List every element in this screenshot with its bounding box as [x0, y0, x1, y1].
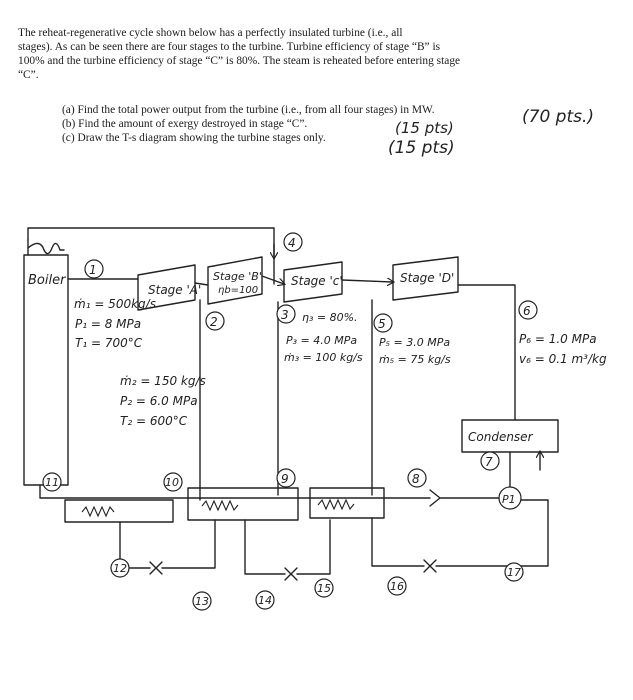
node-10 [163, 472, 183, 492]
stage-c-label: Stage 'c' [291, 274, 343, 288]
node-13 [192, 591, 212, 611]
valve-1-icon [149, 561, 163, 575]
line-c-d [341, 280, 393, 282]
state5-pressure: P₅ = 3.0 MPa [379, 336, 450, 349]
stage-d-label: Stage 'D' [400, 271, 454, 285]
points-c: (15 pts) [388, 138, 455, 158]
problem-line-4: “C”. [18, 69, 39, 81]
node-5-label: 5 [378, 317, 386, 331]
heater-3-coil-icon [317, 498, 355, 511]
node-8 [407, 468, 427, 488]
boiler-coil-icon [27, 239, 65, 256]
node-2 [205, 311, 225, 331]
boiler-box [23, 254, 69, 486]
node-2-label: 2 [210, 315, 218, 329]
node-7 [480, 451, 500, 471]
line-17 [435, 499, 549, 567]
question-c: (c) Draw the T-s diagram showing the tur… [62, 132, 326, 144]
state2-mass-flow: ṁ₂ = 150 kg/s [120, 374, 206, 388]
node-12 [110, 558, 130, 578]
stage-c [283, 261, 343, 303]
stage-a-label: Stage 'A' [148, 283, 201, 297]
valve-2-icon [284, 567, 298, 581]
node-6-label: 6 [523, 304, 531, 318]
question-a: (a) Find the total power output from the… [62, 104, 435, 116]
state3-efficiency: η₃ = 80%. [302, 311, 358, 324]
node-3-label: 3 [281, 308, 289, 322]
node-14-label: 14 [258, 594, 272, 607]
line-b-c [261, 275, 284, 284]
feedwater-heater-2 [187, 487, 299, 521]
problem-line-3: 100% and the turbine efficiency of stage… [18, 55, 461, 67]
boiler-label: Boiler [28, 273, 67, 288]
line-13 [161, 519, 216, 569]
node-16 [387, 576, 407, 596]
node-1-label: 1 [89, 263, 97, 277]
state6-pressure: P₆ = 1.0 MPa [519, 332, 597, 346]
node-6 [518, 300, 538, 320]
node-9 [276, 468, 296, 488]
drain-14 [244, 519, 286, 575]
node-10-label: 10 [165, 476, 179, 489]
state2-temperature: T₂ = 600°C [120, 414, 188, 428]
stage-d [392, 256, 459, 301]
node-7-label: 7 [485, 455, 493, 469]
problem-line-2: stages). As can be seen there are four s… [18, 41, 441, 53]
points-b: (15 pts) [395, 119, 454, 137]
state2-pressure: P₂ = 6.0 MPa [120, 394, 198, 408]
node-8-label: 8 [412, 472, 420, 486]
line-15 [296, 519, 331, 575]
state1-pressure: P₁ = 8 MPa [75, 317, 141, 331]
feedwater-line-8 [429, 489, 500, 507]
heater-2-coil-icon [201, 499, 239, 512]
node-15-label: 15 [317, 582, 331, 595]
feedwater-heater-3 [309, 487, 385, 519]
node-15 [314, 578, 334, 598]
node-12-label: 12 [113, 562, 127, 575]
stage-a [137, 264, 196, 311]
line-6 [457, 284, 516, 421]
state3-mass-flow: ṁ₃ = 100 kg/s [284, 351, 363, 364]
state1-mass-flow: ṁ₁ = 500kg/s [74, 297, 156, 311]
node-4 [283, 232, 303, 252]
node-1 [84, 259, 104, 279]
state5-mass-flow: ṁ₅ = 75 kg/s [379, 353, 451, 366]
feedwater-line [39, 484, 431, 499]
points-a: (70 pts.) [522, 107, 594, 127]
condenser-label: Condenser [468, 430, 534, 444]
question-b: (b) Find the amount of exergy destroyed … [62, 118, 308, 130]
node-17-label: 17 [507, 566, 521, 579]
valve-3-icon [423, 559, 437, 573]
stage-b-efficiency: ηb=100 [218, 285, 258, 296]
heater-1-coil-icon [81, 505, 115, 518]
node-3 [276, 304, 296, 324]
node-4-label: 4 [288, 236, 296, 250]
drain-16 [371, 517, 425, 567]
problem-line-1: The reheat-regenerative cycle shown belo… [18, 27, 403, 39]
stage-b-label: Stage 'B' [213, 270, 262, 283]
pump-p1-label: P1 [502, 493, 516, 506]
node-11-label: 11 [45, 476, 59, 489]
node-16-label: 16 [390, 580, 404, 593]
node-14 [255, 590, 275, 610]
node-5 [373, 313, 393, 333]
node-17 [504, 562, 524, 582]
node-13-label: 13 [195, 595, 209, 608]
state3-pressure: P₃ = 4.0 MPa [286, 334, 357, 347]
node-9-label: 9 [281, 472, 289, 486]
state1-temperature: T₁ = 700°C [75, 336, 143, 350]
state6-specific-volume: v₆ = 0.1 m³/kg [519, 352, 607, 366]
feedwater-heater-1 [64, 499, 174, 523]
stage-b [207, 256, 263, 305]
node-11 [42, 472, 62, 492]
line-a-b [194, 282, 209, 286]
